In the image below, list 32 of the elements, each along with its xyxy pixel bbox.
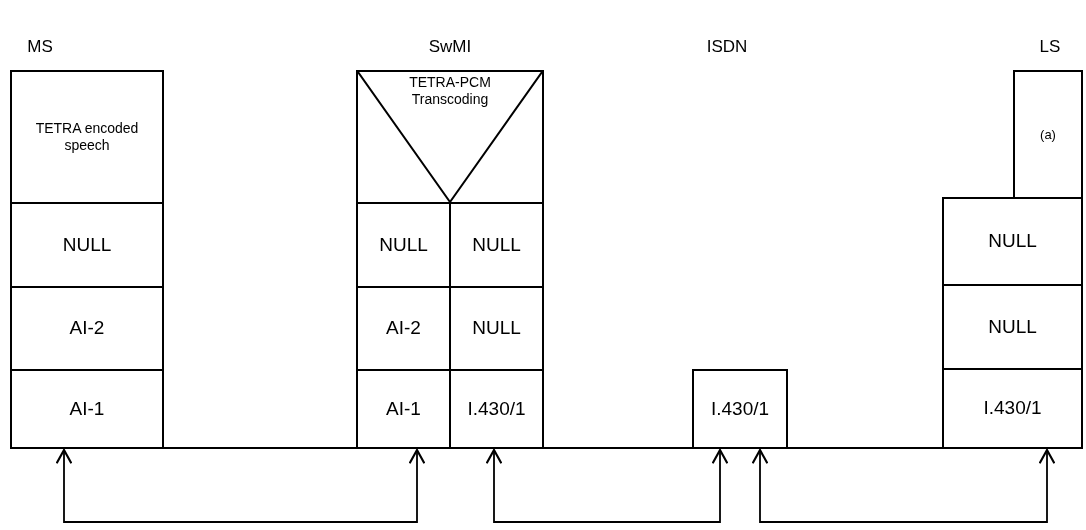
- layer-label: NULL: [472, 317, 521, 340]
- entity-heading: SwMI: [428, 37, 472, 57]
- layer-label: NULL: [988, 230, 1037, 253]
- double-arrow: [55, 448, 426, 523]
- layer-label: NULL: [472, 233, 521, 257]
- layer-label: I.430/1: [467, 397, 526, 421]
- layer-label: AI-1: [386, 397, 421, 421]
- protocol-layer-box: [10, 70, 164, 204]
- entity-heading: LS: [1039, 37, 1061, 57]
- entity-heading: MS: [27, 37, 53, 57]
- protocol-layer-box: [10, 369, 164, 449]
- layer-label: NULL: [62, 233, 112, 257]
- protocol-layer-box: [1013, 70, 1083, 199]
- layer-label: I.430/1: [710, 397, 770, 421]
- protocol-layer-box: [942, 368, 1083, 449]
- protocol-layer-box: [10, 202, 164, 288]
- protocol-layer-box: [942, 284, 1083, 370]
- layer-label: I.430/1: [983, 397, 1042, 420]
- layer-label: NULL: [988, 315, 1037, 339]
- layer-label: TETRA-PCM Transcoding: [408, 73, 492, 108]
- entity-heading: ISDN: [706, 37, 748, 57]
- layer-label: AI-2: [69, 317, 105, 340]
- protocol-layer-box: [10, 286, 164, 371]
- layer-label: AI-2: [386, 317, 421, 340]
- double-arrow: [485, 448, 729, 523]
- layer-label: AI-1: [69, 397, 105, 421]
- layer-label: NULL: [379, 233, 428, 257]
- layer-label: TETRA encoded speech: [34, 120, 140, 154]
- protocol-layer-box: [942, 197, 1083, 286]
- double-arrow: [751, 448, 1056, 523]
- layer-label: (a): [1040, 126, 1056, 143]
- protocol-layer-box: [692, 369, 788, 449]
